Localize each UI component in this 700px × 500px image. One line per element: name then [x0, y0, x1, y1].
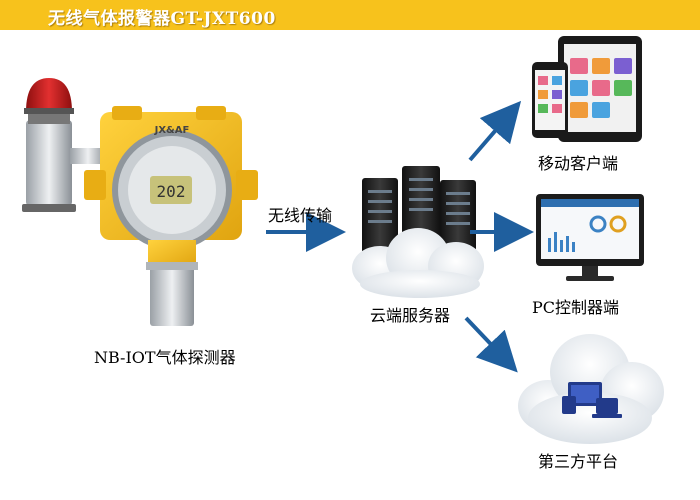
device-brand: JX&AF — [154, 125, 190, 136]
cloud-caption: 云端服务器 — [370, 306, 451, 325]
title-bar: 无线气体报警器GT-JXT600 — [0, 0, 700, 30]
endpoint-pc-label: PC控制器端 — [532, 298, 620, 317]
arrow-cloud-to-mobile — [468, 100, 522, 162]
page-title: 无线气体报警器GT-JXT600 — [48, 9, 276, 29]
endpoint-third-party-label: 第三方平台 — [538, 452, 619, 471]
arrow-cloud-to-third-party — [464, 316, 518, 373]
link-label: 无线传输 — [268, 206, 333, 225]
display-readout: 202 — [157, 182, 186, 201]
endpoint-mobile-label: 移动客户端 — [538, 154, 619, 173]
tablet-phone-icon — [532, 36, 642, 142]
cloud-server-image — [352, 166, 484, 298]
alarm-light — [22, 78, 106, 212]
monitor-icon — [536, 194, 644, 281]
device-caption: NB-IOT气体探测器 — [94, 348, 236, 367]
cloud-devices-icon — [518, 334, 664, 444]
gas-detector-image: 202 JX&AF — [22, 78, 258, 326]
